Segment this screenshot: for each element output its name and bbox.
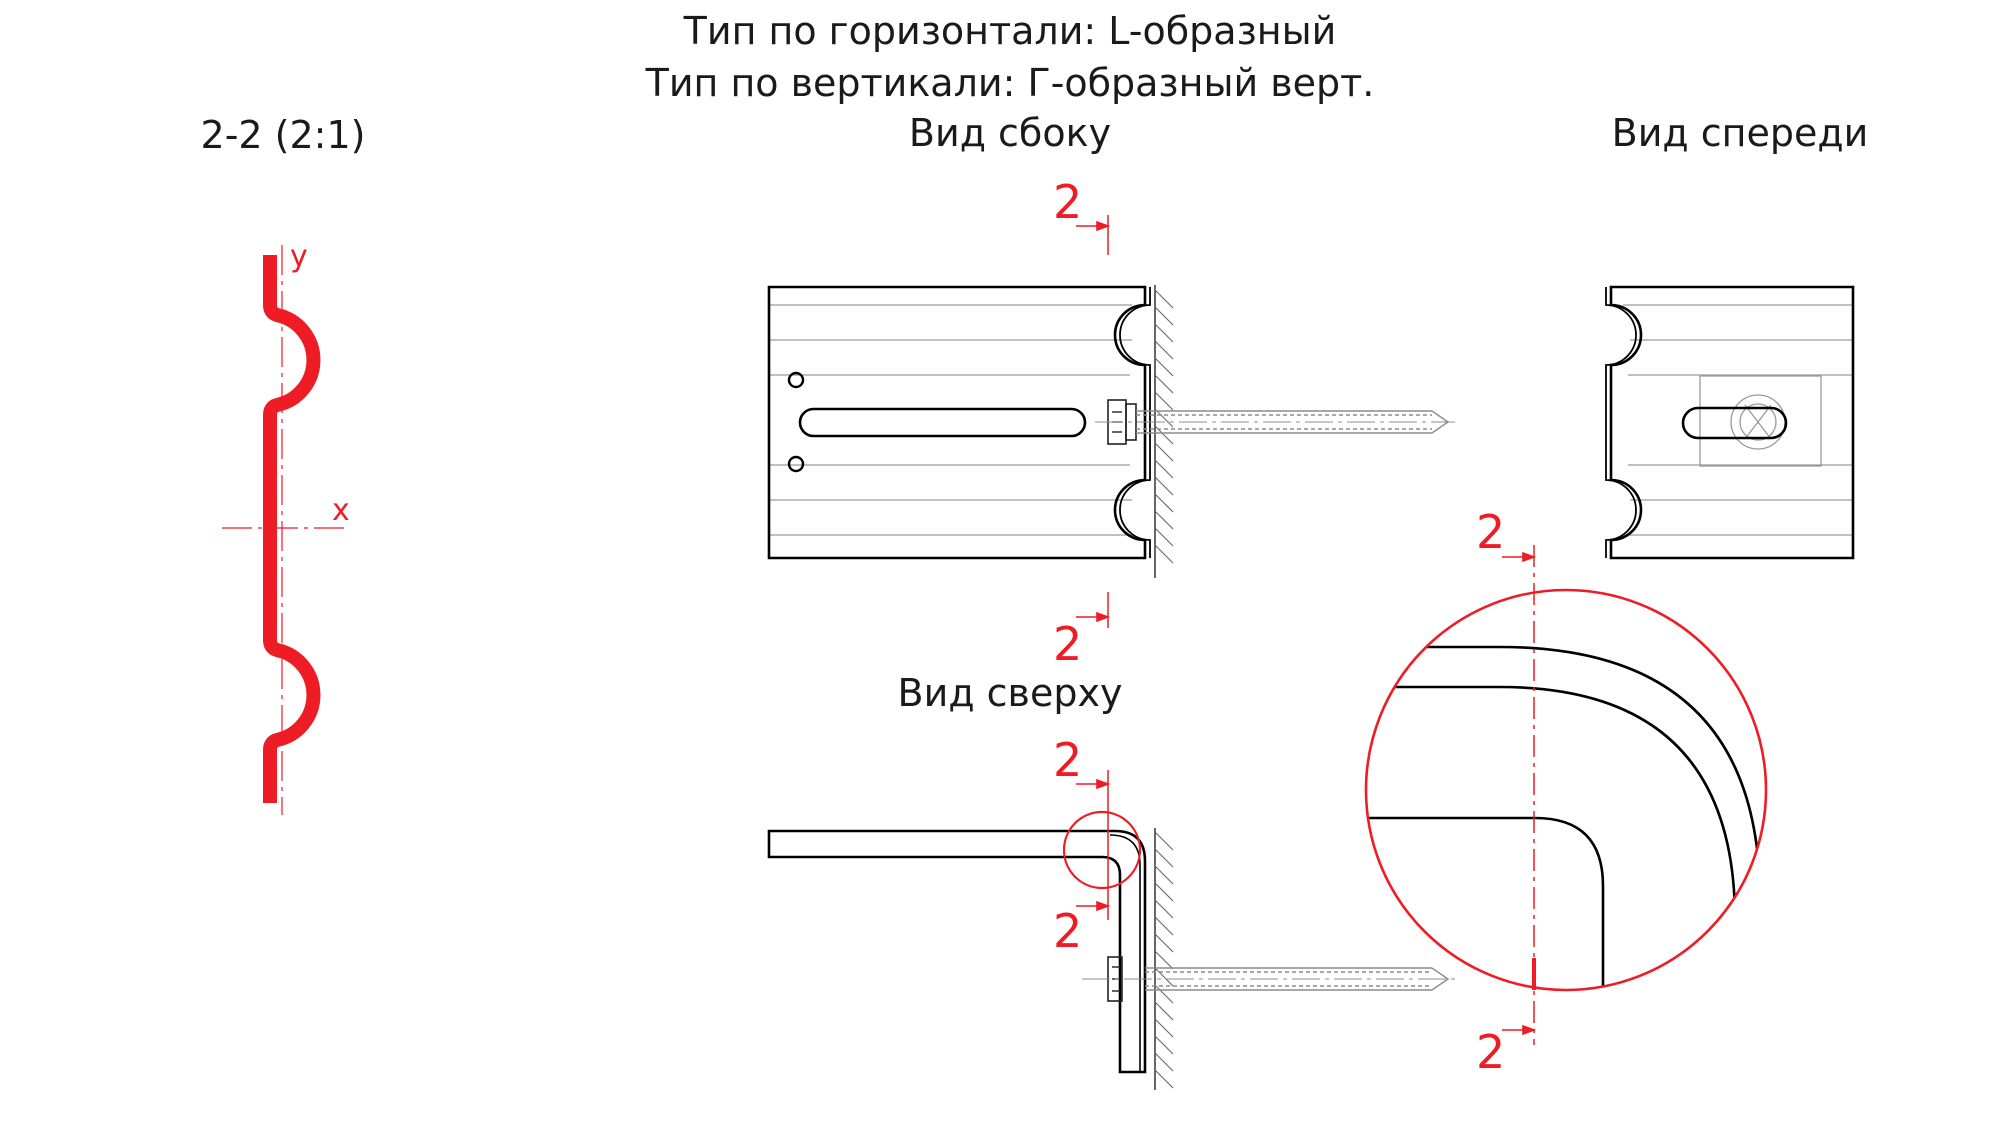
top-view-title: Вид сверху [898,671,1123,715]
side-view-plate [767,285,1147,560]
detail-cut-label-top: 2 [1476,505,1505,559]
top-view: 2 2 [767,733,1455,1090]
wall-hatch-line [1154,1035,1174,1055]
side-view-hole-top [787,371,805,389]
wall-hatch-line [1154,476,1174,496]
detail-circle [1364,588,1768,992]
side-view-slot [798,407,1087,438]
wall-hatch-line [1154,527,1174,547]
wall-hatch-line [1154,340,1174,360]
wall-hatch-line [1154,933,1174,953]
side-view: 2 2 [767,175,1455,671]
top-view-bracket-outer [767,829,1147,1074]
top-view-cut-label-bottom: 2 [1053,904,1082,958]
wall-hatch-line [1154,510,1174,530]
wall-hatch-line [1154,306,1174,326]
wall-hatch-line [1154,882,1174,902]
detail-view: 2 2 [1364,505,1768,1079]
vertical-type-title: Тип по вертикали: Г-образный верт. [645,61,1375,105]
wall-hatch-line [1154,831,1174,851]
detail-cut-arrows [1502,551,1537,1036]
wall-hatch-line [1154,865,1174,885]
wall-hatch-line [1154,289,1174,309]
top-view-detail-circle [1062,810,1142,890]
wall-hatch-line [1154,544,1174,564]
wall-hatch-line [1154,1018,1174,1038]
top-view-cut-arrows [1076,778,1111,912]
x-axis-label: x [332,493,350,528]
wall-hatch-line [1154,323,1174,343]
side-view-title: Вид сбоку [909,111,1111,155]
wall-hatch-line [1154,848,1174,868]
wall-hatch-line [1154,408,1174,428]
side-view-cut-label-bottom: 2 [1053,617,1082,671]
wall-hatch-line [1154,391,1174,411]
wall-hatch-line [1154,967,1174,987]
top-view-cut-label-top: 2 [1053,733,1082,787]
front-view [1605,285,1855,560]
wall-hatch-line [1154,493,1174,513]
wall-hatch-line [1154,1069,1174,1089]
side-view-anchor [1095,399,1455,445]
horizontal-type-title: Тип по горизонтали: L-образный [683,9,1337,53]
wall-hatch-line [1154,984,1174,1004]
section-title: 2-2 (2:1) [201,113,366,157]
top-view-anchor [1082,956,1455,1002]
wall-hatch-line [1154,916,1174,936]
front-view-title: Вид спереди [1612,111,1869,155]
y-axis-label: y [290,239,308,274]
front-view-slot [1681,406,1788,440]
wall-hatch-line [1154,374,1174,394]
wall-hatch-line [1154,899,1174,919]
side-view-grooves [770,304,1132,536]
side-view-cut-label-top: 2 [1053,175,1082,229]
wall-hatch-line [1154,357,1174,377]
wall-hatch-line [1154,1001,1174,1021]
wall-hatch-line [1154,1052,1174,1072]
side-view-cut-arrows [1076,220,1111,623]
wall-hatch-line [1154,459,1174,479]
wall-hatch-line [1154,950,1174,970]
section-profile: y x [222,239,350,815]
front-view-plate [1609,285,1855,560]
side-view-hole-bottom [787,455,805,473]
detail-cut-label-bottom: 2 [1476,1025,1505,1079]
profile-shape [263,255,321,803]
wall-hatch-line [1154,442,1174,462]
